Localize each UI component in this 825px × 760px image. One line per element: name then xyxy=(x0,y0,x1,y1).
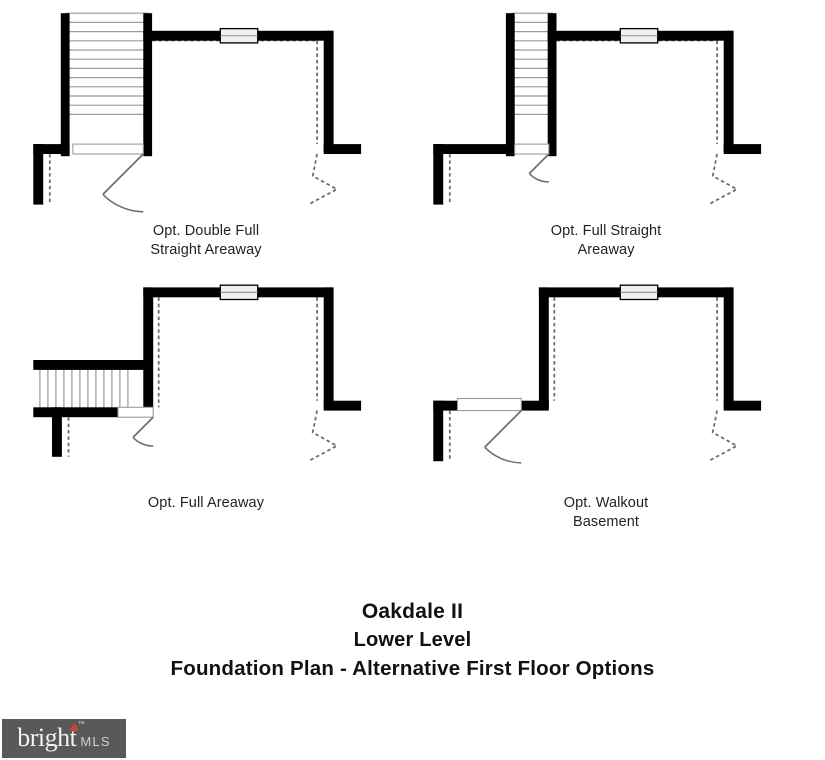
stair-right-wall xyxy=(547,13,557,157)
left-return-wall xyxy=(433,400,458,411)
left-outer-wall xyxy=(433,144,444,205)
plan-drawing-0 xyxy=(33,12,362,213)
watermark-brand-text: bright xyxy=(17,722,77,752)
plan-geometry xyxy=(433,12,762,206)
watermark-mls-text: MLS xyxy=(80,733,111,749)
door-swing-arc xyxy=(528,173,549,183)
stair-left-wall xyxy=(60,13,70,157)
trademark-icon: ™ xyxy=(77,720,85,728)
plan-grid: Opt. Double Full Straight Areaway Opt. F… xyxy=(0,0,812,562)
right-step-dash xyxy=(307,410,339,462)
right-wall xyxy=(323,287,334,409)
plan-caption-1: Opt. Full Straight Areaway xyxy=(550,223,662,258)
plan-drawing-2 xyxy=(33,284,362,462)
left-outer-wall xyxy=(33,144,44,205)
door-leaf xyxy=(528,153,550,175)
plan-drawing-1 xyxy=(433,12,762,206)
plan-drawing-3 xyxy=(433,284,762,464)
title-line-name: Oakdale II xyxy=(361,600,464,623)
plan-geometry xyxy=(33,284,362,462)
left-return-wall xyxy=(433,144,507,154)
stair-body xyxy=(66,13,149,155)
stair-top-wall xyxy=(33,360,149,370)
stair-left-wall xyxy=(505,13,515,157)
door-leaf xyxy=(484,409,522,448)
title-line-level: Lower Level xyxy=(353,629,472,651)
right-return-wall xyxy=(723,400,762,411)
right-wall xyxy=(723,30,734,152)
plan-geometry xyxy=(433,284,762,464)
plan-opt-walkout-basement: Opt. Walkout Basement xyxy=(400,272,812,562)
left-wall xyxy=(538,287,549,409)
right-return-wall xyxy=(723,144,762,154)
right-wall xyxy=(723,287,734,409)
title-block: Oakdale II Lower Level Foundation Plan -… xyxy=(0,598,825,683)
left-return-wall xyxy=(33,144,70,154)
right-wall xyxy=(323,30,334,152)
door-opening xyxy=(117,406,154,418)
right-return-wall xyxy=(323,400,362,411)
watermark-inner: bright ™ MLS xyxy=(17,721,111,755)
door-swing-arc xyxy=(132,436,154,447)
door-leaf xyxy=(102,153,144,196)
door-swing-arc xyxy=(102,193,144,213)
bright-diamond-icon xyxy=(68,722,79,731)
plan-geometry xyxy=(33,12,362,213)
title-line-plan: Foundation Plan - Alternative First Floo… xyxy=(170,657,655,680)
left-outer-wall xyxy=(52,407,62,457)
left-outer-wall xyxy=(433,400,444,462)
door-swing-arc xyxy=(484,446,522,464)
plan-caption-3: Opt. Walkout Basement xyxy=(563,495,649,530)
left-wall xyxy=(143,287,154,418)
plan-caption-0: Opt. Double Full Straight Areaway xyxy=(150,223,262,258)
stair-right-wall xyxy=(143,13,153,157)
right-step-dash xyxy=(307,153,339,206)
plan-caption-2: Opt. Full Areaway xyxy=(147,495,265,511)
plan-opt-full-areaway: Opt. Full Areaway xyxy=(0,272,412,562)
door-leaf xyxy=(132,416,154,439)
right-step-dash xyxy=(707,410,739,462)
stair-body xyxy=(511,13,554,155)
stair-bottom-wall xyxy=(33,407,123,418)
plan-opt-full-straight-areaway: Opt. Full Straight Areaway xyxy=(400,0,812,290)
door-opening xyxy=(514,143,550,155)
bright-mls-watermark: bright ™ MLS xyxy=(2,719,126,758)
door-opening xyxy=(72,143,144,155)
right-step-dash xyxy=(707,153,739,206)
door-head-wall xyxy=(521,400,549,411)
plan-opt-double-full-straight-areaway: Opt. Double Full Straight Areaway xyxy=(0,0,412,290)
right-return-wall xyxy=(323,144,362,154)
door-opening xyxy=(456,397,522,412)
